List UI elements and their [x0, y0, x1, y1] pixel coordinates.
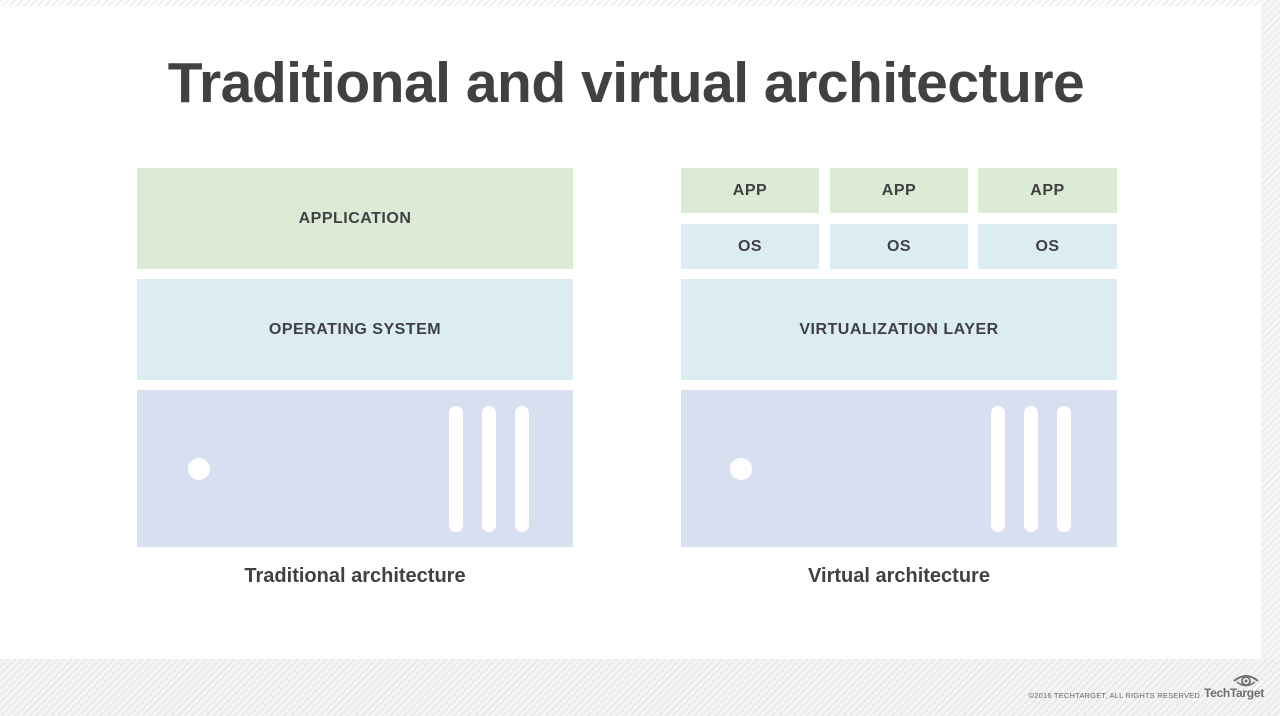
virtualization-layer-block: VIRTUALIZATION LAYER — [681, 279, 1117, 380]
copyright-text: ©2016 TECHTARGET. ALL RIGHTS RESERVED — [1028, 691, 1200, 700]
server-drive-slot-icon — [1057, 406, 1071, 532]
virtualization-layer-label: VIRTUALIZATION LAYER — [799, 320, 999, 338]
server-drive-slot-icon — [449, 406, 463, 532]
traditional-application-label: APPLICATION — [298, 209, 412, 227]
top-hatch-border — [0, 0, 1280, 6]
page-title: Traditional and virtual architecture — [167, 51, 1085, 115]
traditional-architecture-caption: Traditional architecture — [244, 565, 466, 587]
traditional-application-block: APPLICATION — [137, 168, 573, 269]
virtual-app-block-3: APP — [978, 168, 1117, 213]
server-power-led-icon — [730, 458, 752, 480]
virtual-os-label: OS — [1035, 237, 1060, 255]
traditional-operating-system-label: OPERATING SYSTEM — [268, 320, 442, 338]
virtual-os-block-1: OS — [681, 224, 819, 269]
server-power-led-icon — [188, 458, 210, 480]
virtual-app-label: APP — [1030, 181, 1065, 199]
virtual-os-block-3: OS — [978, 224, 1117, 269]
server-drive-slot-icon — [515, 406, 529, 532]
server-drive-slot-icon — [1024, 406, 1038, 532]
virtual-app-label: APP — [732, 181, 768, 199]
traditional-operating-system-block: OPERATING SYSTEM — [137, 279, 573, 380]
virtual-os-block-2: OS — [830, 224, 968, 269]
virtual-os-label: OS — [886, 237, 912, 255]
server-drive-slot-icon — [991, 406, 1005, 532]
virtual-architecture-caption: Virtual architecture — [808, 565, 990, 587]
server-drive-slot-icon — [482, 406, 496, 532]
traditional-server-hardware — [137, 390, 573, 547]
virtual-os-label: OS — [737, 237, 763, 255]
footer-band — [0, 659, 1280, 716]
right-hatch-border — [1261, 0, 1280, 716]
virtual-server-hardware — [681, 390, 1117, 547]
virtual-app-block-1: APP — [681, 168, 819, 213]
virtual-app-label: APP — [881, 181, 917, 199]
techtarget-brand: TechTarget — [1204, 686, 1264, 700]
eye-icon — [1233, 675, 1259, 687]
virtual-app-block-2: APP — [830, 168, 968, 213]
